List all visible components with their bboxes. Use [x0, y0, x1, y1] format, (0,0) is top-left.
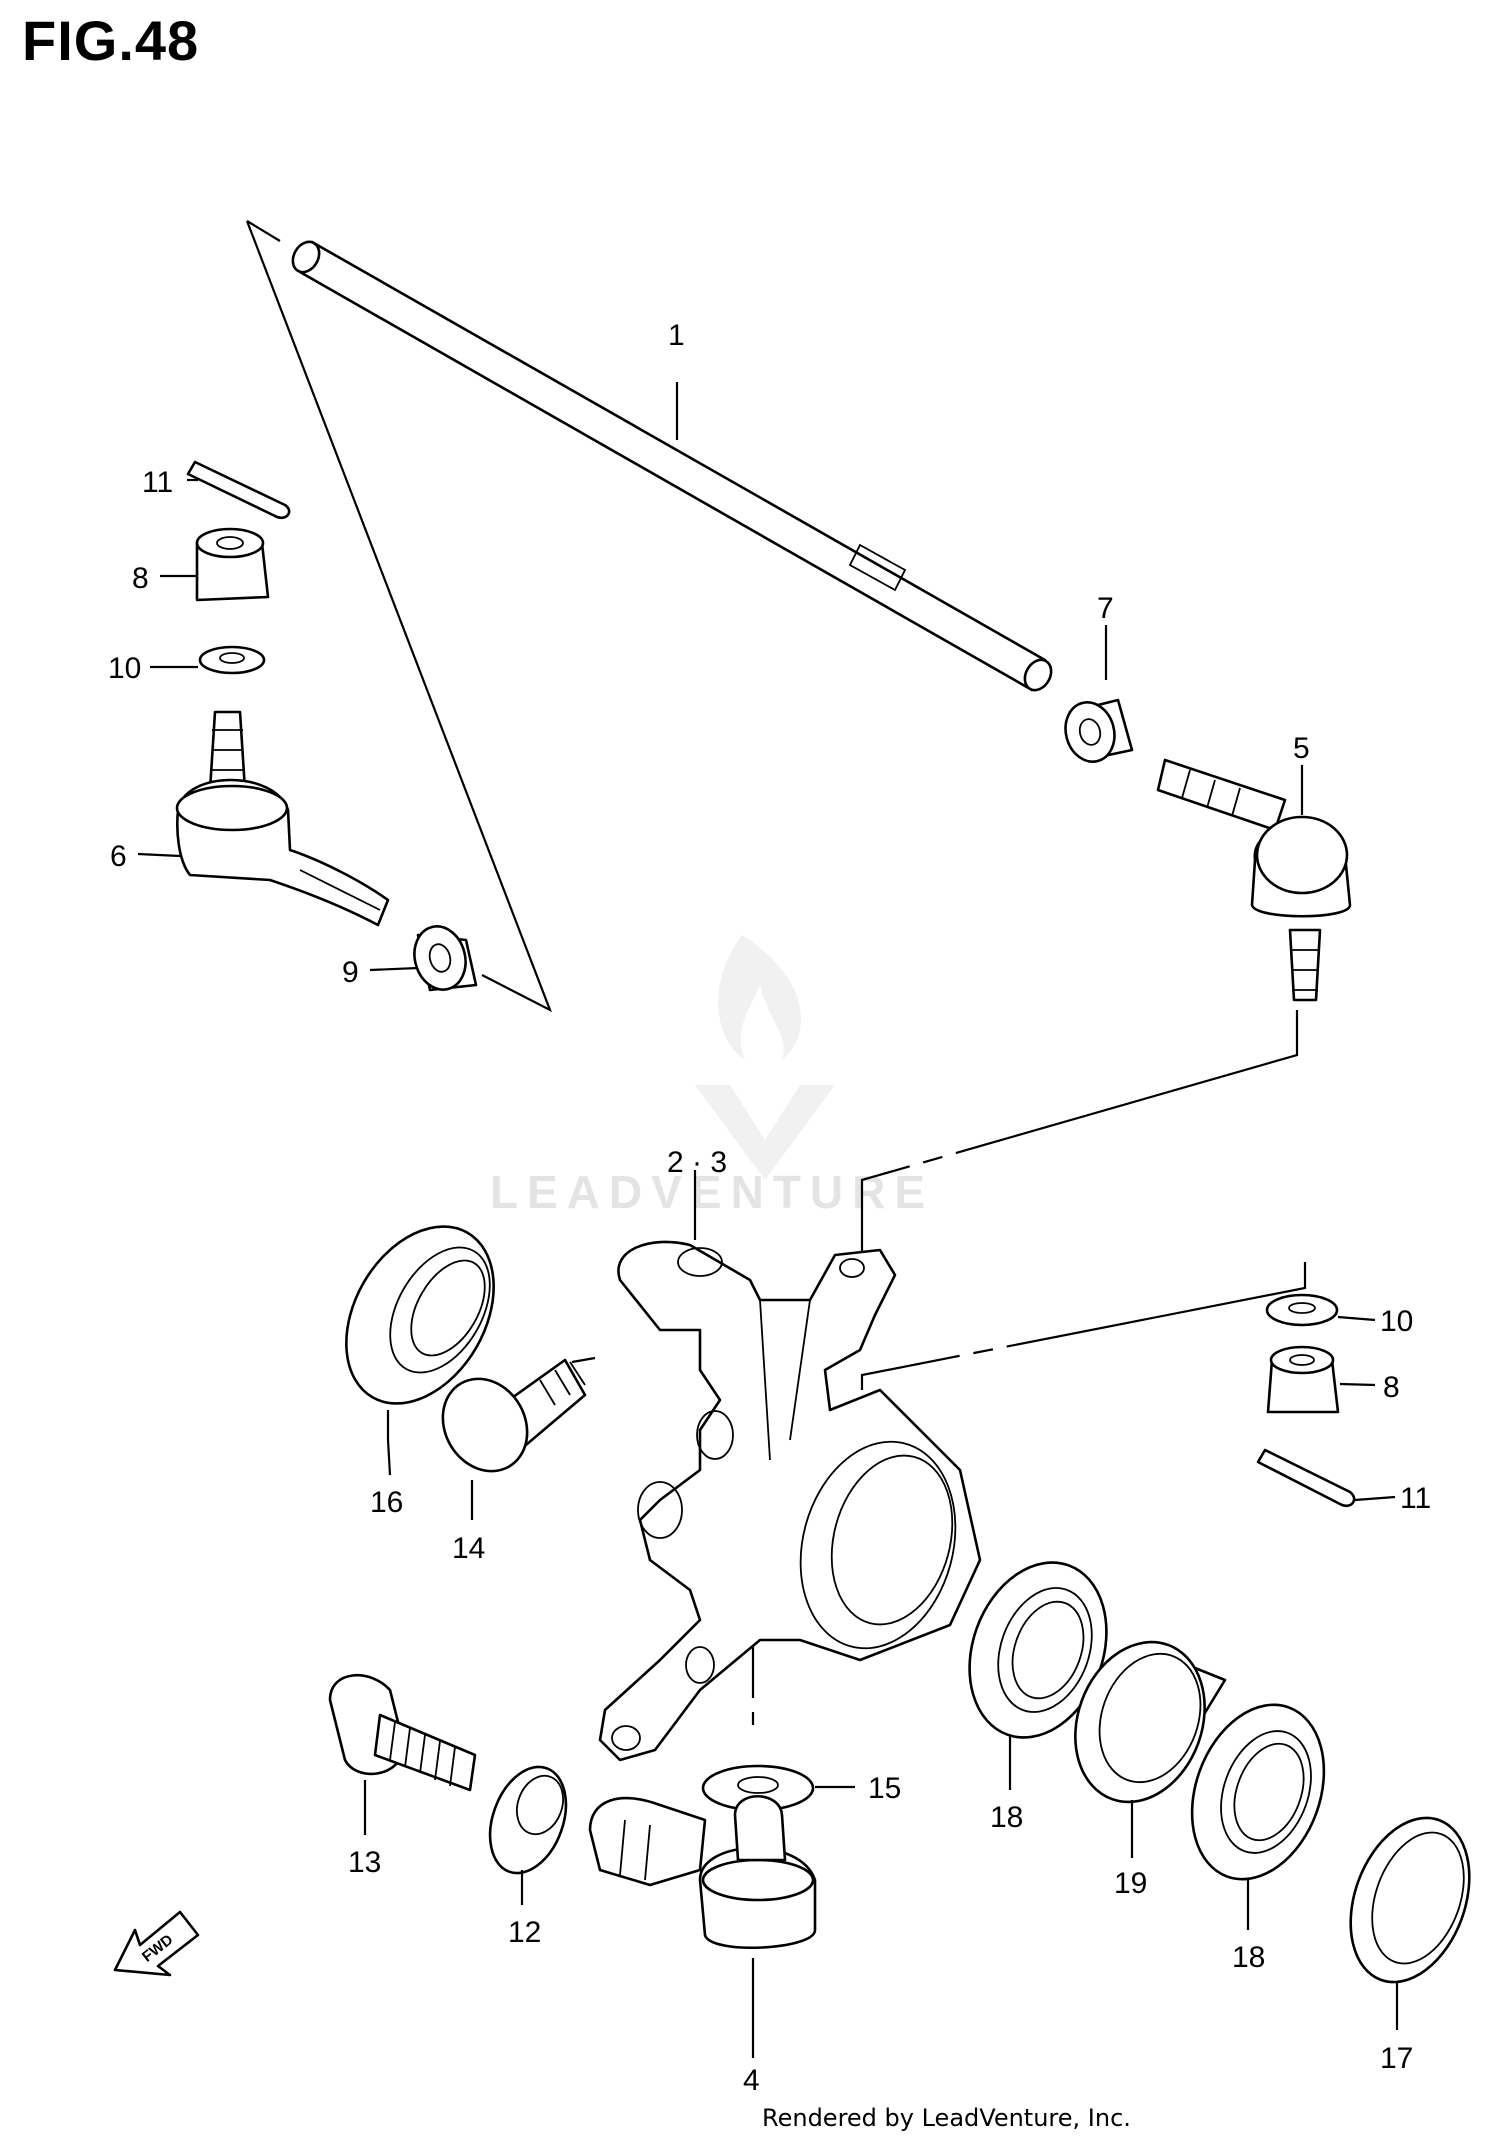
callout-19: 19 [1114, 1867, 1147, 1900]
tie-rod-end-part-5 [1156, 758, 1352, 1002]
castle-nut-part-8-right [1266, 1345, 1340, 1414]
watermark-logo [695, 935, 835, 1180]
reference-lines [245, 220, 1307, 1725]
cotter-pin-part-11-left [186, 460, 291, 520]
bolt-part-14 [441, 1358, 587, 1473]
washer-part-10-left [198, 645, 266, 675]
callout-1: 1 [668, 319, 685, 352]
callout-10-right: 10 [1380, 1305, 1413, 1338]
callout-16: 16 [370, 1486, 403, 1519]
spacer-part-19 [1074, 1640, 1227, 1804]
cotter-pin-part-11-right [1256, 1448, 1356, 1508]
callout-11-right: 11 [1400, 1482, 1431, 1515]
callout-10-left: 10 [108, 652, 141, 685]
callout-6: 6 [110, 840, 127, 873]
castle-nut-part-8-left [195, 527, 270, 602]
callout-8-left: 8 [132, 562, 149, 595]
callout-9: 9 [342, 956, 359, 989]
tie-rod-end-part-6 [175, 710, 390, 927]
washer-part-10-right [1265, 1293, 1339, 1327]
steering-knuckle-part-2-3 [598, 1240, 982, 1762]
callout-5: 5 [1293, 732, 1310, 765]
callout-18-upper: 18 [990, 1801, 1023, 1834]
oil-seal-part-17 [1349, 1816, 1471, 1984]
callout-15: 15 [868, 1772, 901, 1805]
figure-title: FIG.48 [22, 9, 200, 72]
watermark-text: LEADVENTURE [490, 1166, 934, 1218]
leader-lines [137, 382, 1399, 2058]
render-credit: Rendered by LeadVenture, Inc. [762, 2104, 1131, 2132]
collar-part-12 [488, 1765, 568, 1875]
callout-2-3: 2 · 3 [667, 1146, 727, 1179]
tie-rod-part-1 [291, 240, 1053, 692]
ball-joint-part-4 [588, 1794, 817, 1949]
callout-14: 14 [452, 1532, 485, 1565]
callout-4: 4 [743, 2064, 760, 2097]
locknut-part-7 [1064, 698, 1134, 763]
bolt-part-13 [328, 1674, 477, 1792]
callout-17: 17 [1380, 2042, 1413, 2075]
callout-13: 13 [348, 1846, 381, 1879]
oil-seal-part-16 [345, 1225, 495, 1405]
bearing-part-18-lower [1190, 1703, 1326, 1881]
callout-18-lower: 18 [1232, 1941, 1265, 1974]
callout-11-left: 11 [142, 466, 173, 499]
callout-7: 7 [1097, 592, 1114, 625]
forward-arrow-icon: FWD [113, 1910, 200, 1977]
callout-8-right: 8 [1383, 1371, 1400, 1404]
locknut-part-9 [413, 925, 478, 992]
callouts: 1 2 · 3 4 5 6 7 8 8 9 10 10 11 11 12 13 … [108, 319, 1431, 2097]
callout-12: 12 [508, 1916, 541, 1949]
